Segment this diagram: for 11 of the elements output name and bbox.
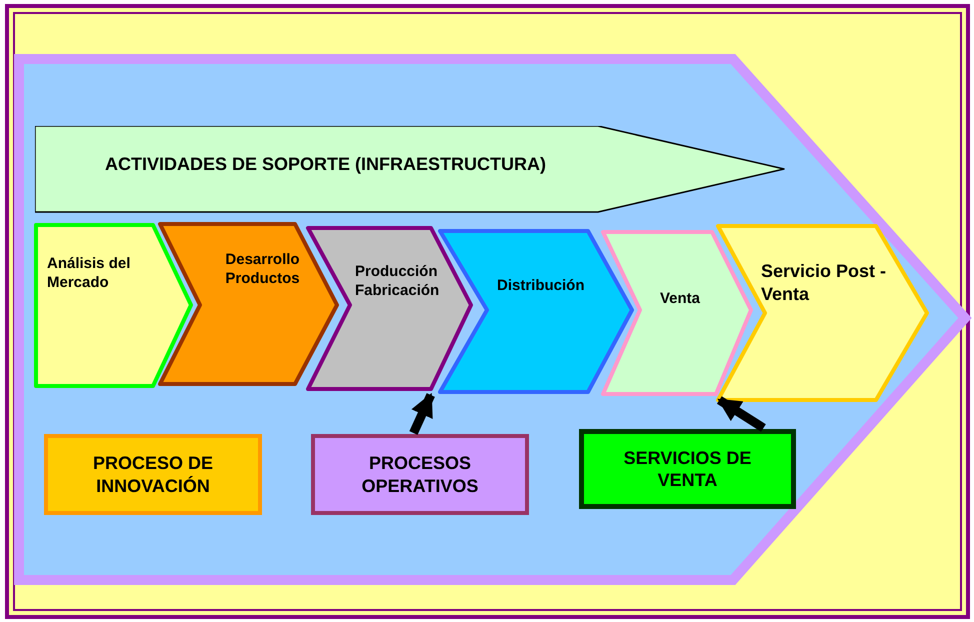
box-label: SERVICIOS DE VENTA (622, 446, 752, 492)
step-label: Producción Fabricación (355, 263, 440, 300)
arrow (409, 392, 435, 435)
step-label: Desarrollo Productos (224, 251, 301, 288)
step-label: Servicio Post - Venta (761, 260, 888, 305)
step-label: Venta (658, 290, 702, 309)
step-label: ACTIVIDADES DE SOPORTE (INFRAESTRUCTURA) (105, 153, 548, 176)
step-label: Distribución (497, 277, 586, 296)
arrow (716, 396, 766, 432)
box-label: PROCESO DE INNOVACIÓN (92, 452, 214, 497)
box-label: PROCESOS OPERATIVOS (360, 452, 480, 497)
